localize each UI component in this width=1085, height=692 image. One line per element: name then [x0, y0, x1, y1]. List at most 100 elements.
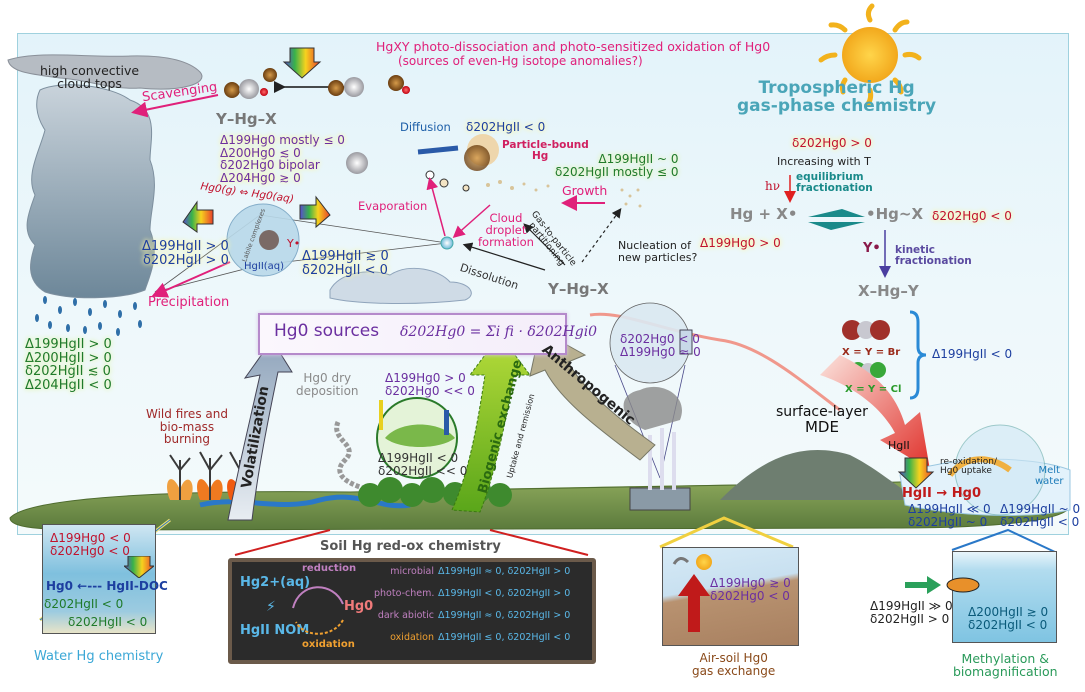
high-cloud-tops-label: high convective cloud tops: [40, 64, 139, 90]
rain-value: Δ200HgII > 0: [25, 350, 112, 366]
droplet-zoom: [154, 203, 448, 293]
evaporation-arrow: [426, 177, 446, 237]
wf-line: bio-mass: [159, 419, 215, 434]
particle-value: δ202HgII mostly ≤ 0: [555, 164, 679, 179]
hgx-product-molecules: [328, 75, 410, 97]
as-caption-1: Air-soil Hg0: [699, 651, 768, 665]
reduction-label: reduction: [302, 563, 357, 574]
dd-line: deposition: [296, 383, 359, 398]
up-arrow-red-icon: [678, 574, 710, 632]
wf-line: Wild fires and: [146, 407, 228, 421]
tropospheric-title: Tropospheric Hg gas-phase chemistry: [737, 78, 937, 116]
rain-drops: [35, 296, 142, 336]
cl-label: X = Y = Cl: [845, 384, 902, 395]
br2-molecule: [842, 320, 890, 340]
sun-small-icon: [696, 554, 712, 570]
evaporation-label: Evaporation: [358, 199, 428, 213]
meth-value: Δ200HgII ≳ 0: [968, 605, 1049, 619]
yhgx-label-center: Y–Hg–X: [548, 280, 609, 298]
low-cloud-shape: [329, 267, 472, 305]
hv-icon-right: [299, 195, 331, 229]
gem-value: Δ199Hg0 mostly ≤ 0: [220, 133, 345, 147]
cdf-line: Cloud: [489, 211, 523, 225]
gas-to-particle-arrow: [523, 223, 566, 266]
y-radical-droplet: Y•: [287, 237, 301, 250]
methylation-panel: [952, 551, 1057, 643]
wf-line: burning: [163, 432, 211, 447]
trop-D199-positive: Δ199Hg0 > 0: [700, 236, 781, 250]
reaction-right: •Hg~X: [866, 205, 924, 223]
hv-icon-water: [124, 556, 154, 578]
mde-label: surface-layer MDE: [776, 405, 868, 435]
storm-cloud-shape: [26, 84, 155, 299]
br-label: X = Y = Br: [842, 347, 901, 358]
nucleation-line: Nucleation of: [618, 239, 691, 252]
dry-deposition-label: Hg0 dry deposition: [296, 372, 359, 397]
reaction-left: Hg + X•: [730, 205, 798, 223]
precipitation-label: Precipitation: [148, 295, 230, 310]
leaf-bottom-value: Δ199HgII < 0: [378, 451, 459, 465]
kin-line1: kinetic: [895, 244, 936, 256]
brace: [909, 310, 927, 400]
melt-values: Δ199HgII ~ 0 δ202HgII < 0: [1000, 503, 1080, 528]
wind-icon: [672, 557, 690, 565]
water-reaction: Hg0 ←--- HgII-DOC: [46, 579, 168, 593]
air-soil-icons: [672, 554, 712, 632]
methylation-icons: [905, 576, 980, 594]
hg2-aq-label: Hg2+(aq): [240, 575, 311, 590]
kin-line2: fractionation: [895, 255, 972, 268]
melt-value: δ202HgII < 0: [1000, 514, 1080, 529]
down-arrow-yellow: [379, 400, 383, 430]
droplet-left-value: Δ199HgII > 0: [142, 239, 229, 254]
diffusion-value: δ202HgII < 0: [466, 120, 546, 134]
cloud-top-shape: [7, 54, 203, 90]
emission-values: δ202Hg0 < 0 Δ199Hg0 ≈ 0: [620, 333, 701, 358]
emission-value: δ202Hg0 < 0: [620, 332, 700, 346]
water-top-value: δ202Hg0 < 0: [50, 543, 130, 558]
rain-isotope-values: Δ199HgII > 0 Δ200HgII > 0 δ202HgII ≲ 0 Δ…: [25, 338, 112, 393]
cdf-line: formation: [478, 235, 534, 250]
soil-connector: [234, 529, 589, 556]
water-bottom-value-2: δ202HgII < 0: [68, 615, 148, 629]
hgxy-molecule: [224, 68, 277, 99]
green-arrow-icon: [905, 576, 941, 594]
trop-title-line1: Tropospheric Hg: [758, 78, 915, 98]
meth-caption-2: biomagnification: [953, 664, 1058, 680]
reox-line: Hg0 uptake: [940, 466, 992, 477]
particle-bound-line2: Hg: [532, 150, 549, 163]
chimney-icon: [679, 329, 693, 355]
snow-value: δ202HgII ~ 0: [908, 514, 988, 529]
trop-d202-positive: δ202Hg0 > 0: [792, 136, 872, 150]
reoxidation-arrow: [947, 456, 1012, 477]
particle-value: Δ199HgII ~ 0: [598, 152, 679, 166]
hg0-sources-box: Hg0 sources δ202Hg0 = Σi fi · δ202Hgi0: [258, 313, 597, 355]
trop-title-line2: gas-phase chemistry: [737, 95, 937, 116]
air-soil-values: Δ199Hg0 ≳ 0 δ202Hg0 < 0: [710, 577, 791, 602]
cloud-droplet: [440, 236, 454, 250]
methylation-connector: [951, 528, 1056, 553]
hg0-sources-label: Hg0 sources: [274, 321, 380, 341]
hgII-to-hg0: HgII → Hg0: [902, 486, 982, 501]
eq-line1: equilibrium: [796, 171, 864, 183]
soil-panel-title: Soil Hg red-ox chemistry: [320, 539, 501, 554]
droplet-right-value: δ202HgII < 0: [302, 262, 388, 278]
growth-particles: [486, 180, 642, 208]
precipitation-arrow: [151, 261, 231, 298]
power-plant: [623, 386, 691, 511]
process-photochem: photo-chem.: [374, 588, 435, 599]
water-bottom-value-1: δ202HgII < 0: [44, 597, 124, 611]
dd-line: Hg0 dry: [303, 371, 352, 385]
melt-line: Melt: [1038, 465, 1060, 476]
eq-line2: fractionation: [796, 182, 873, 195]
melt-line: water: [1035, 475, 1064, 487]
droplet-left-values: Δ199HgII > 0 δ202HgII > 0: [142, 240, 229, 267]
particle-bound-values: Δ199HgII ~ 0 δ202HgII mostly ≤ 0: [555, 153, 679, 178]
leaf-top-value: Δ199Hg0 > 0: [385, 371, 466, 385]
droplet-right-values: Δ199HgII ≳ 0 δ202HgII < 0: [302, 250, 389, 277]
air-soil-panel: [662, 547, 799, 646]
particle-bound-label: Particle-bound Hg: [502, 139, 589, 163]
leaf-bottom-values: Δ199HgII < 0 δ202HgII << 0: [378, 452, 467, 477]
wildfires-label: Wild fires and bio-mass burning: [146, 408, 228, 446]
hv-icon-snow: [897, 457, 935, 489]
equilibrium-arrows-teal: [808, 209, 865, 230]
